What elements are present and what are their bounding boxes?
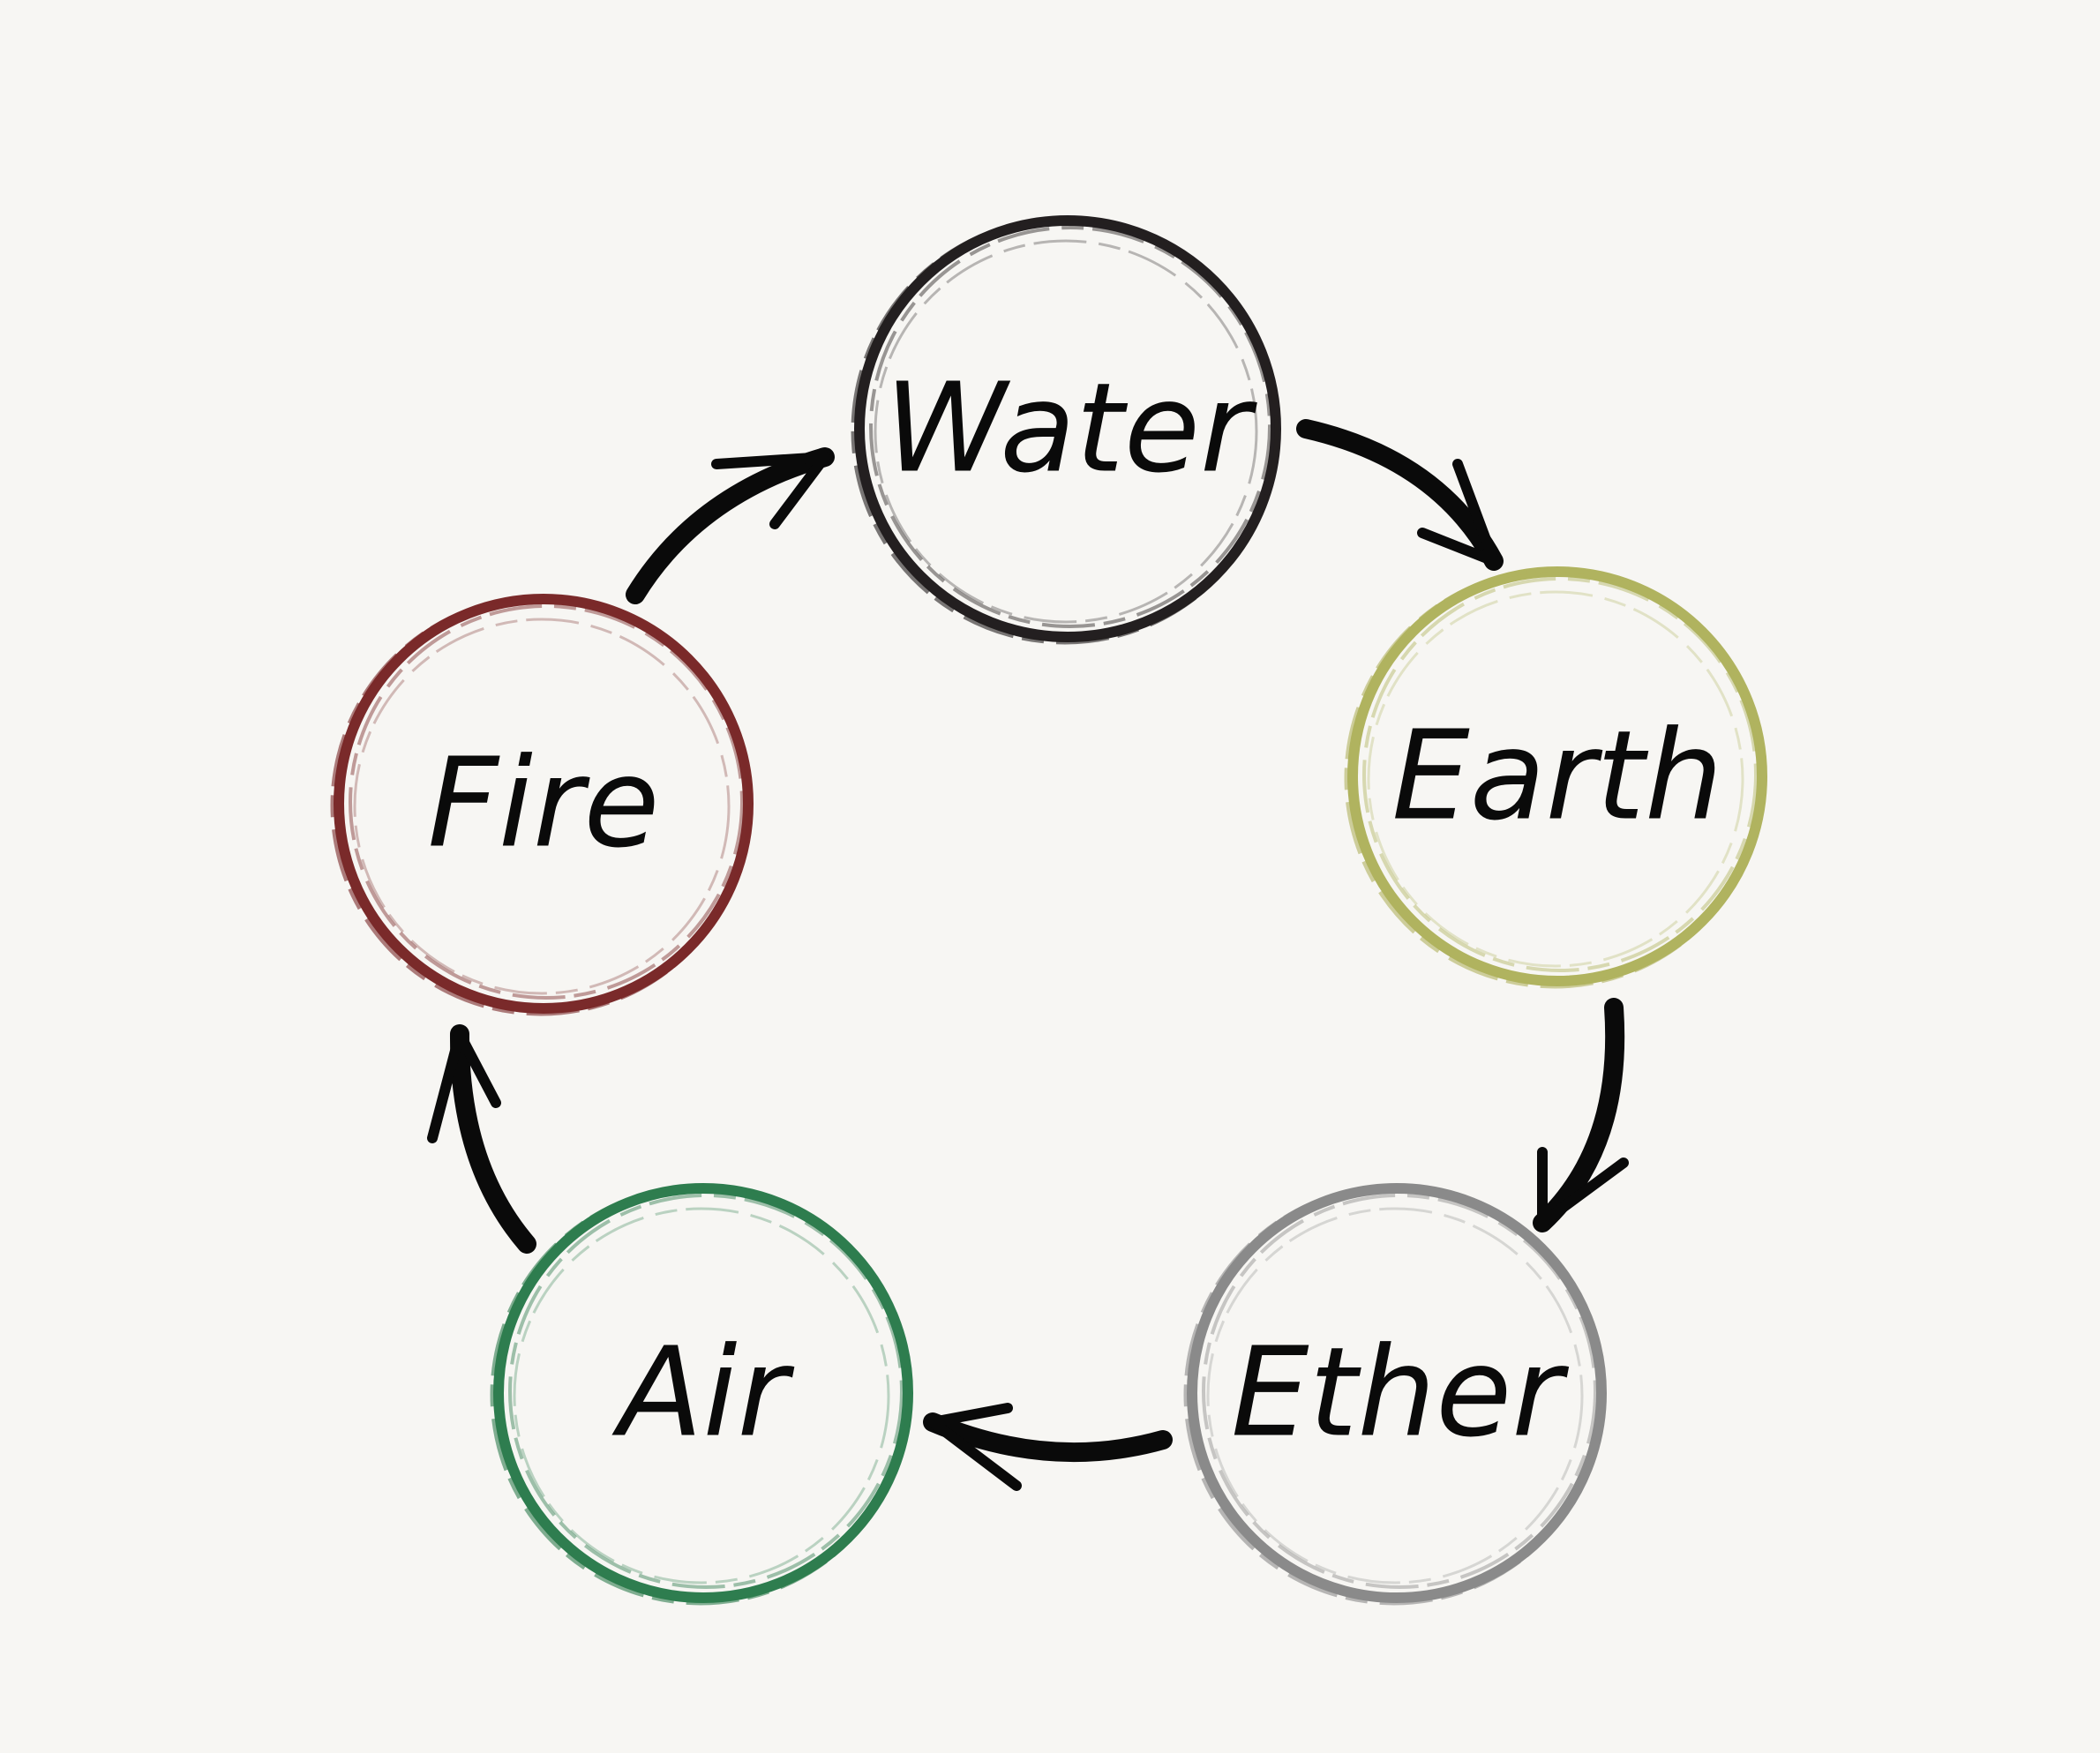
node-ring (851, 216, 1279, 645)
node-earth: Earth (1344, 566, 1767, 989)
arrow-head (711, 452, 830, 529)
arrow-head (1537, 1147, 1629, 1228)
arrow-head (927, 1403, 1022, 1491)
node-ring (1362, 577, 1758, 972)
arrow-shaft (626, 447, 835, 604)
node-ring (1183, 1184, 1605, 1606)
node-fire: Fire (330, 594, 754, 1016)
node-label: Water (884, 357, 1257, 501)
arrow-shaft (1296, 419, 1504, 571)
node-label: Fire (427, 732, 659, 876)
node-air: Air (490, 1183, 913, 1606)
arrow-air-to-fire (427, 1024, 536, 1254)
arrow-water-to-earth (1296, 419, 1504, 571)
node-ring (490, 1184, 911, 1606)
node-ring (1367, 590, 1744, 968)
arrow-head (1417, 459, 1499, 566)
node-ring (869, 226, 1271, 628)
node-label: Air (611, 1322, 795, 1465)
arrow-shaft (449, 1024, 536, 1254)
arrow-head (427, 1029, 501, 1143)
node-ring (513, 1207, 890, 1584)
node-ring (1344, 567, 1766, 989)
node-ring (874, 239, 1258, 624)
node-ring (353, 618, 731, 995)
node-ether: Ether (1183, 1183, 1607, 1606)
arrow-earth-to-ether (1533, 998, 1629, 1232)
node-ring (1202, 1194, 1597, 1589)
arrow-ether-to-air (923, 1403, 1173, 1491)
arrow-fire-to-water (626, 447, 835, 604)
node-ring (1206, 1207, 1584, 1584)
node-label: Ether (1231, 1322, 1569, 1465)
node-water: Water (851, 215, 1281, 645)
arrow-shaft (923, 1412, 1173, 1463)
node-ring (349, 604, 744, 1000)
node-ring (330, 595, 752, 1016)
node-ring (508, 1194, 904, 1589)
node-label: Earth (1391, 705, 1722, 849)
